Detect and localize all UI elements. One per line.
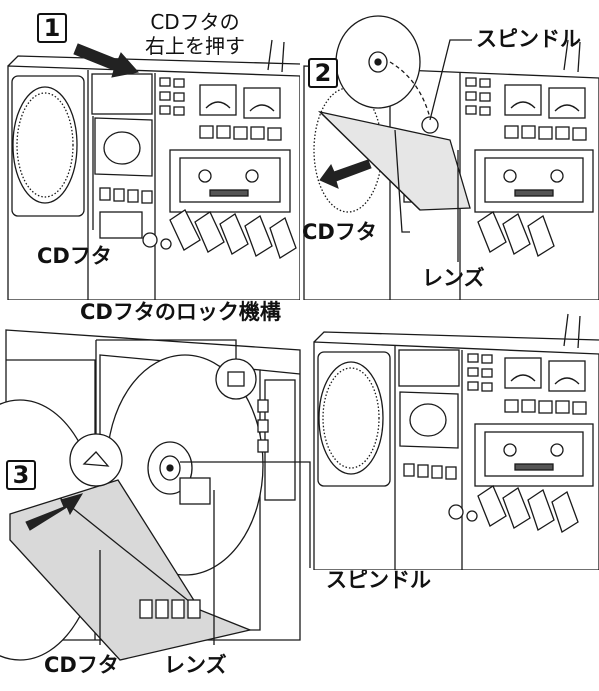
lock-mechanism-label: CDフタのロック機構 <box>80 300 281 324</box>
insert-arrow <box>25 493 84 531</box>
step2-panel: 2 スピンドル CDフタ レンズ <box>300 0 599 300</box>
cd-lid-label-step3: CDフタ <box>44 653 119 677</box>
lens-label-step3: レンズ <box>164 653 227 677</box>
closeup-illustration-step3 <box>0 329 311 661</box>
remove-arrow <box>319 159 372 189</box>
step-number-1: 1 <box>37 13 67 43</box>
boombox-illustration-step2 <box>303 15 599 300</box>
spindle-label-step3: スピンドル <box>326 568 431 592</box>
cd-lid-label-step2: CDフタ <box>302 220 377 244</box>
boombox-illustration-closed <box>313 313 599 570</box>
step-number-2: 2 <box>308 58 338 88</box>
step1-panel: 1 CDフタの 右上を押す CDフタ <box>0 0 300 300</box>
boombox-illustration-step1 <box>7 39 300 300</box>
cd-lid-label-step1: CDフタ <box>37 244 112 268</box>
lens-label-step2: レンズ <box>422 266 485 290</box>
step3-panel: CDフタのロック機構 3 CDフタ レンズ <box>0 300 320 691</box>
spindle-label-step2: スピンドル <box>476 27 581 51</box>
push-arrow <box>73 43 139 78</box>
closed-panel <box>300 300 599 570</box>
instruction-text: CDフタの 右上を押す <box>145 10 245 58</box>
step-number-3: 3 <box>6 460 36 490</box>
